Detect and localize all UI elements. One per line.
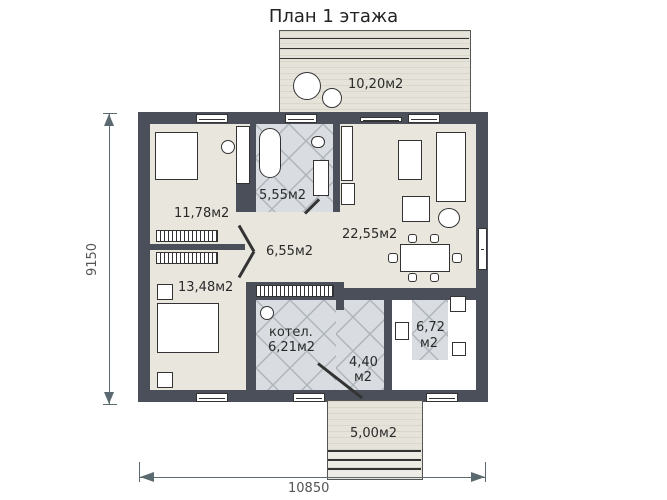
- wardrobe-icon: [156, 230, 218, 242]
- nightstand-icon: [157, 372, 173, 388]
- hall-area: 6,55м2: [266, 244, 314, 259]
- arrow-up-icon: [104, 114, 114, 126]
- stove-icon: [395, 322, 409, 340]
- entry-floor: [336, 300, 384, 390]
- chair-icon: [430, 234, 439, 243]
- bathtub-icon: [259, 128, 281, 178]
- porch-step: [328, 450, 421, 458]
- entry-area-value: 4,40: [349, 355, 378, 370]
- chair-icon: [408, 234, 417, 243]
- bathroom-area: 5,55м2: [259, 188, 307, 203]
- fridge-icon: [450, 296, 466, 312]
- window: [408, 114, 440, 123]
- bed-icon: [155, 132, 198, 180]
- fireplace-icon: [341, 183, 355, 205]
- arrow-down-icon: [104, 392, 114, 404]
- nightstand-icon: [157, 284, 173, 300]
- porch-step: [328, 459, 421, 467]
- width-dimension: 10850: [288, 481, 330, 496]
- wardrobe-icon: [156, 252, 218, 264]
- arrow-right-icon: [471, 472, 485, 482]
- height-dimension: 9150: [85, 242, 101, 277]
- window: [426, 393, 458, 402]
- toilet-icon: [311, 136, 325, 148]
- window: [196, 114, 228, 123]
- wardrobe-icon: [256, 285, 334, 297]
- chair-icon: [408, 273, 417, 282]
- height-dimension-line: [109, 114, 110, 404]
- entry-area-unit: м2: [354, 370, 373, 385]
- terrace-steps: [280, 38, 469, 39]
- terrace-area: 10,20м2: [348, 77, 404, 92]
- sink-icon: [313, 160, 329, 196]
- kitchen-area-unit: м2: [420, 336, 439, 351]
- window: [478, 228, 487, 270]
- terrace-deck: [279, 30, 471, 116]
- armchair-icon: [221, 140, 235, 154]
- width-dimension-line: [140, 477, 486, 478]
- window: [196, 393, 228, 402]
- coffee-table-icon: [398, 140, 422, 180]
- window: [285, 114, 317, 123]
- window: [293, 393, 325, 402]
- chair-icon: [452, 253, 462, 263]
- chair-icon: [430, 273, 439, 282]
- bedroom-1-area: 11,78м2: [174, 206, 230, 221]
- chair-icon: [388, 253, 398, 263]
- dining-table-icon: [400, 244, 450, 272]
- living-room-area: 22,55м2: [342, 227, 398, 242]
- boiler-icon: [260, 306, 274, 320]
- garden-chair-icon: [293, 72, 321, 100]
- bedroom-2-area: 13,48м2: [178, 280, 234, 295]
- boiler-room-area: 6,21м2: [268, 340, 316, 355]
- armchair-icon: [402, 196, 430, 222]
- garden-table-icon: [322, 88, 342, 108]
- kitchen-tile: [412, 300, 448, 360]
- arrow-left-icon: [140, 472, 154, 482]
- bed-icon: [157, 303, 219, 353]
- porch-step: [328, 468, 421, 478]
- cabinet-icon: [341, 126, 353, 181]
- wardrobe-icon: [236, 126, 250, 184]
- terrace-door: [360, 117, 402, 122]
- porch-area: 5,00м2: [350, 426, 398, 441]
- page-title: План 1 этажа: [268, 6, 399, 27]
- kitchen-area-value: 6,72: [416, 320, 445, 335]
- boiler-room-label: котел.: [269, 325, 313, 340]
- plant-icon: [438, 208, 460, 228]
- sofa-icon: [436, 132, 466, 202]
- sink-icon: [452, 342, 466, 356]
